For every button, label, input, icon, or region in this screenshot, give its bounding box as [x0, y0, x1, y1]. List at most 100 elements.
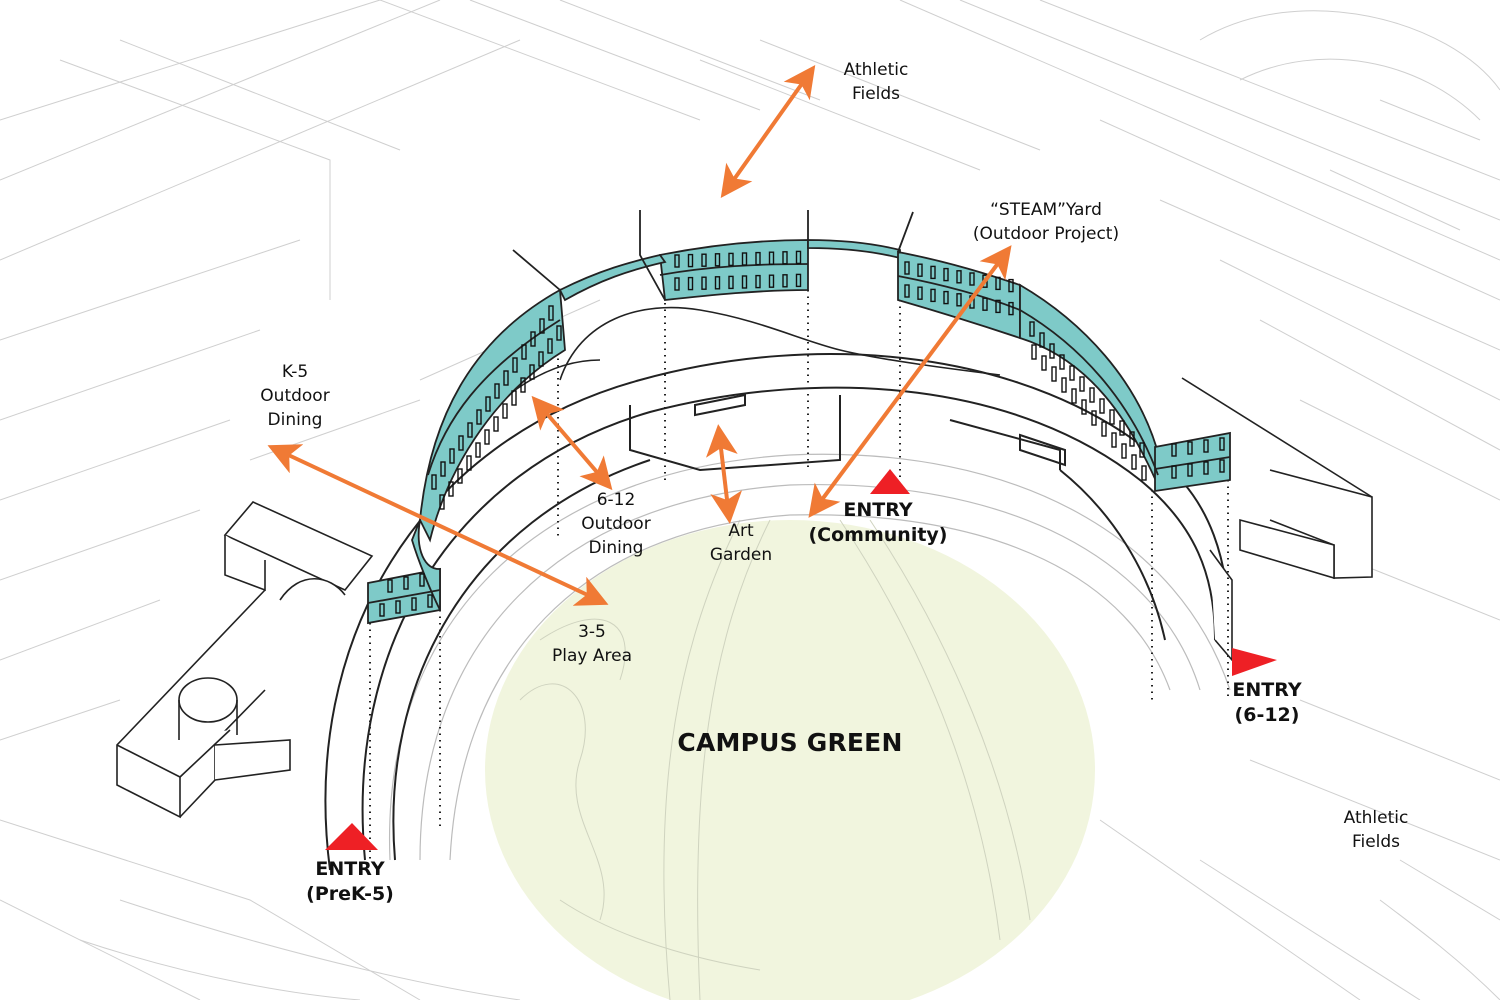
window-slot: [755, 274, 761, 289]
window-slot: [556, 325, 562, 341]
window-slot: [701, 253, 707, 267]
arrow-k5-dining: [267, 444, 609, 606]
campus-green-lawn: [485, 520, 1095, 1005]
window-slot: [728, 275, 734, 290]
arrow-6-12-dining: [531, 395, 613, 491]
window-slot: [1059, 354, 1065, 370]
window-slot: [714, 276, 721, 290]
window-slot: [701, 276, 707, 290]
window-slot: [521, 344, 527, 360]
window-slot: [1131, 454, 1137, 470]
window-slot: [1139, 442, 1145, 458]
window-slot: [1041, 355, 1047, 371]
window-slot: [1121, 443, 1127, 459]
arrow-athletic-fields: [720, 64, 816, 199]
label-athletic-fields-north: Athletic Fields: [843, 60, 909, 104]
window-slot: [687, 253, 694, 268]
window-slot: [448, 481, 454, 497]
window-slot: [475, 442, 481, 458]
window-slot: [687, 276, 694, 291]
window-slot: [494, 383, 500, 399]
window-slot: [1171, 443, 1177, 457]
window-slot: [674, 254, 680, 268]
window-slot: [511, 390, 517, 406]
arrow-steam-yard: [808, 245, 1012, 518]
bridge-northeast-panel: [897, 250, 1021, 340]
window-slot: [741, 275, 748, 289]
label-athletic-fields-east: Athletic Fields: [1343, 808, 1409, 852]
label-entry-6-12: ENTRY (6-12): [1232, 679, 1302, 726]
window-slot: [1187, 463, 1193, 477]
bridge-east-panel: [1154, 431, 1231, 493]
window-slot: [466, 455, 472, 471]
window-slot: [1039, 332, 1045, 348]
label-steam-yard: “STEAM”Yard (Outdoor Project): [972, 200, 1120, 244]
window-slot: [1081, 399, 1087, 415]
window-slot: [548, 305, 554, 321]
window-slot: [795, 250, 802, 265]
window-slot: [1061, 377, 1067, 393]
window-slot: [1051, 366, 1057, 382]
window-slot: [728, 252, 734, 267]
window-slot: [467, 422, 473, 438]
window-slot: [1071, 388, 1077, 404]
window-slot: [502, 403, 508, 419]
window-slot: [1031, 344, 1037, 360]
bridge-connector-n: [807, 239, 901, 260]
window-slot: [1119, 420, 1125, 436]
window-slot: [1079, 376, 1085, 392]
window-slot: [1069, 365, 1075, 381]
window-slot: [1171, 465, 1177, 479]
window-slot: [1111, 432, 1117, 448]
window-slot: [741, 252, 748, 266]
window-slot: [782, 274, 788, 288]
west-building: [116, 501, 374, 819]
bridge-connector-nw: [558, 253, 667, 302]
window-slot: [768, 274, 775, 288]
label-6-12-outdoor-dining: 6-12 Outdoor Dining: [581, 490, 651, 558]
label-entry-prek-5: ENTRY (PreK-5): [306, 858, 394, 905]
bridge-north-panel: [659, 239, 809, 301]
entry-community-marker: [870, 469, 910, 494]
window-slot: [1091, 410, 1097, 426]
label-art-garden: Art Garden: [709, 521, 773, 565]
window-slot: [1203, 461, 1209, 475]
arrow-art-garden: [705, 424, 743, 524]
window-slot: [547, 338, 553, 354]
window-slot: [1101, 421, 1107, 437]
window-slot: [1219, 437, 1225, 451]
window-slot: [755, 251, 761, 266]
window-slot: [529, 364, 535, 380]
bridge-west-arc: [419, 288, 566, 543]
label-entry-community: ENTRY (Community): [808, 499, 948, 546]
window-slot: [782, 251, 788, 265]
window-slot: [1109, 409, 1115, 425]
window-slot: [457, 468, 463, 484]
entry-6-12-marker: [1232, 648, 1277, 676]
connection-arrows: [267, 64, 1012, 606]
label-3-5-play-area: 3-5 Play Area: [552, 622, 632, 666]
window-slot: [795, 273, 802, 288]
window-slot: [1219, 459, 1225, 473]
window-slot: [1141, 465, 1147, 481]
label-campus-green: CAMPUS GREEN: [677, 728, 903, 757]
window-slot: [530, 331, 536, 347]
window-slot: [1029, 321, 1035, 337]
window-slot: [714, 253, 721, 267]
window-slot: [539, 318, 545, 334]
window-slot: [503, 370, 509, 386]
east-building: [1181, 377, 1373, 663]
window-slot: [1129, 431, 1135, 447]
window-slot: [1089, 387, 1095, 403]
window-slot: [1187, 441, 1193, 455]
window-slot: [493, 416, 499, 432]
green-paths: [519, 519, 1031, 1001]
window-slot: [484, 429, 490, 445]
window-slot: [1099, 398, 1105, 414]
window-slot: [512, 357, 518, 373]
entry-prek5-marker: [325, 823, 378, 850]
entry-markers: [325, 469, 1277, 850]
